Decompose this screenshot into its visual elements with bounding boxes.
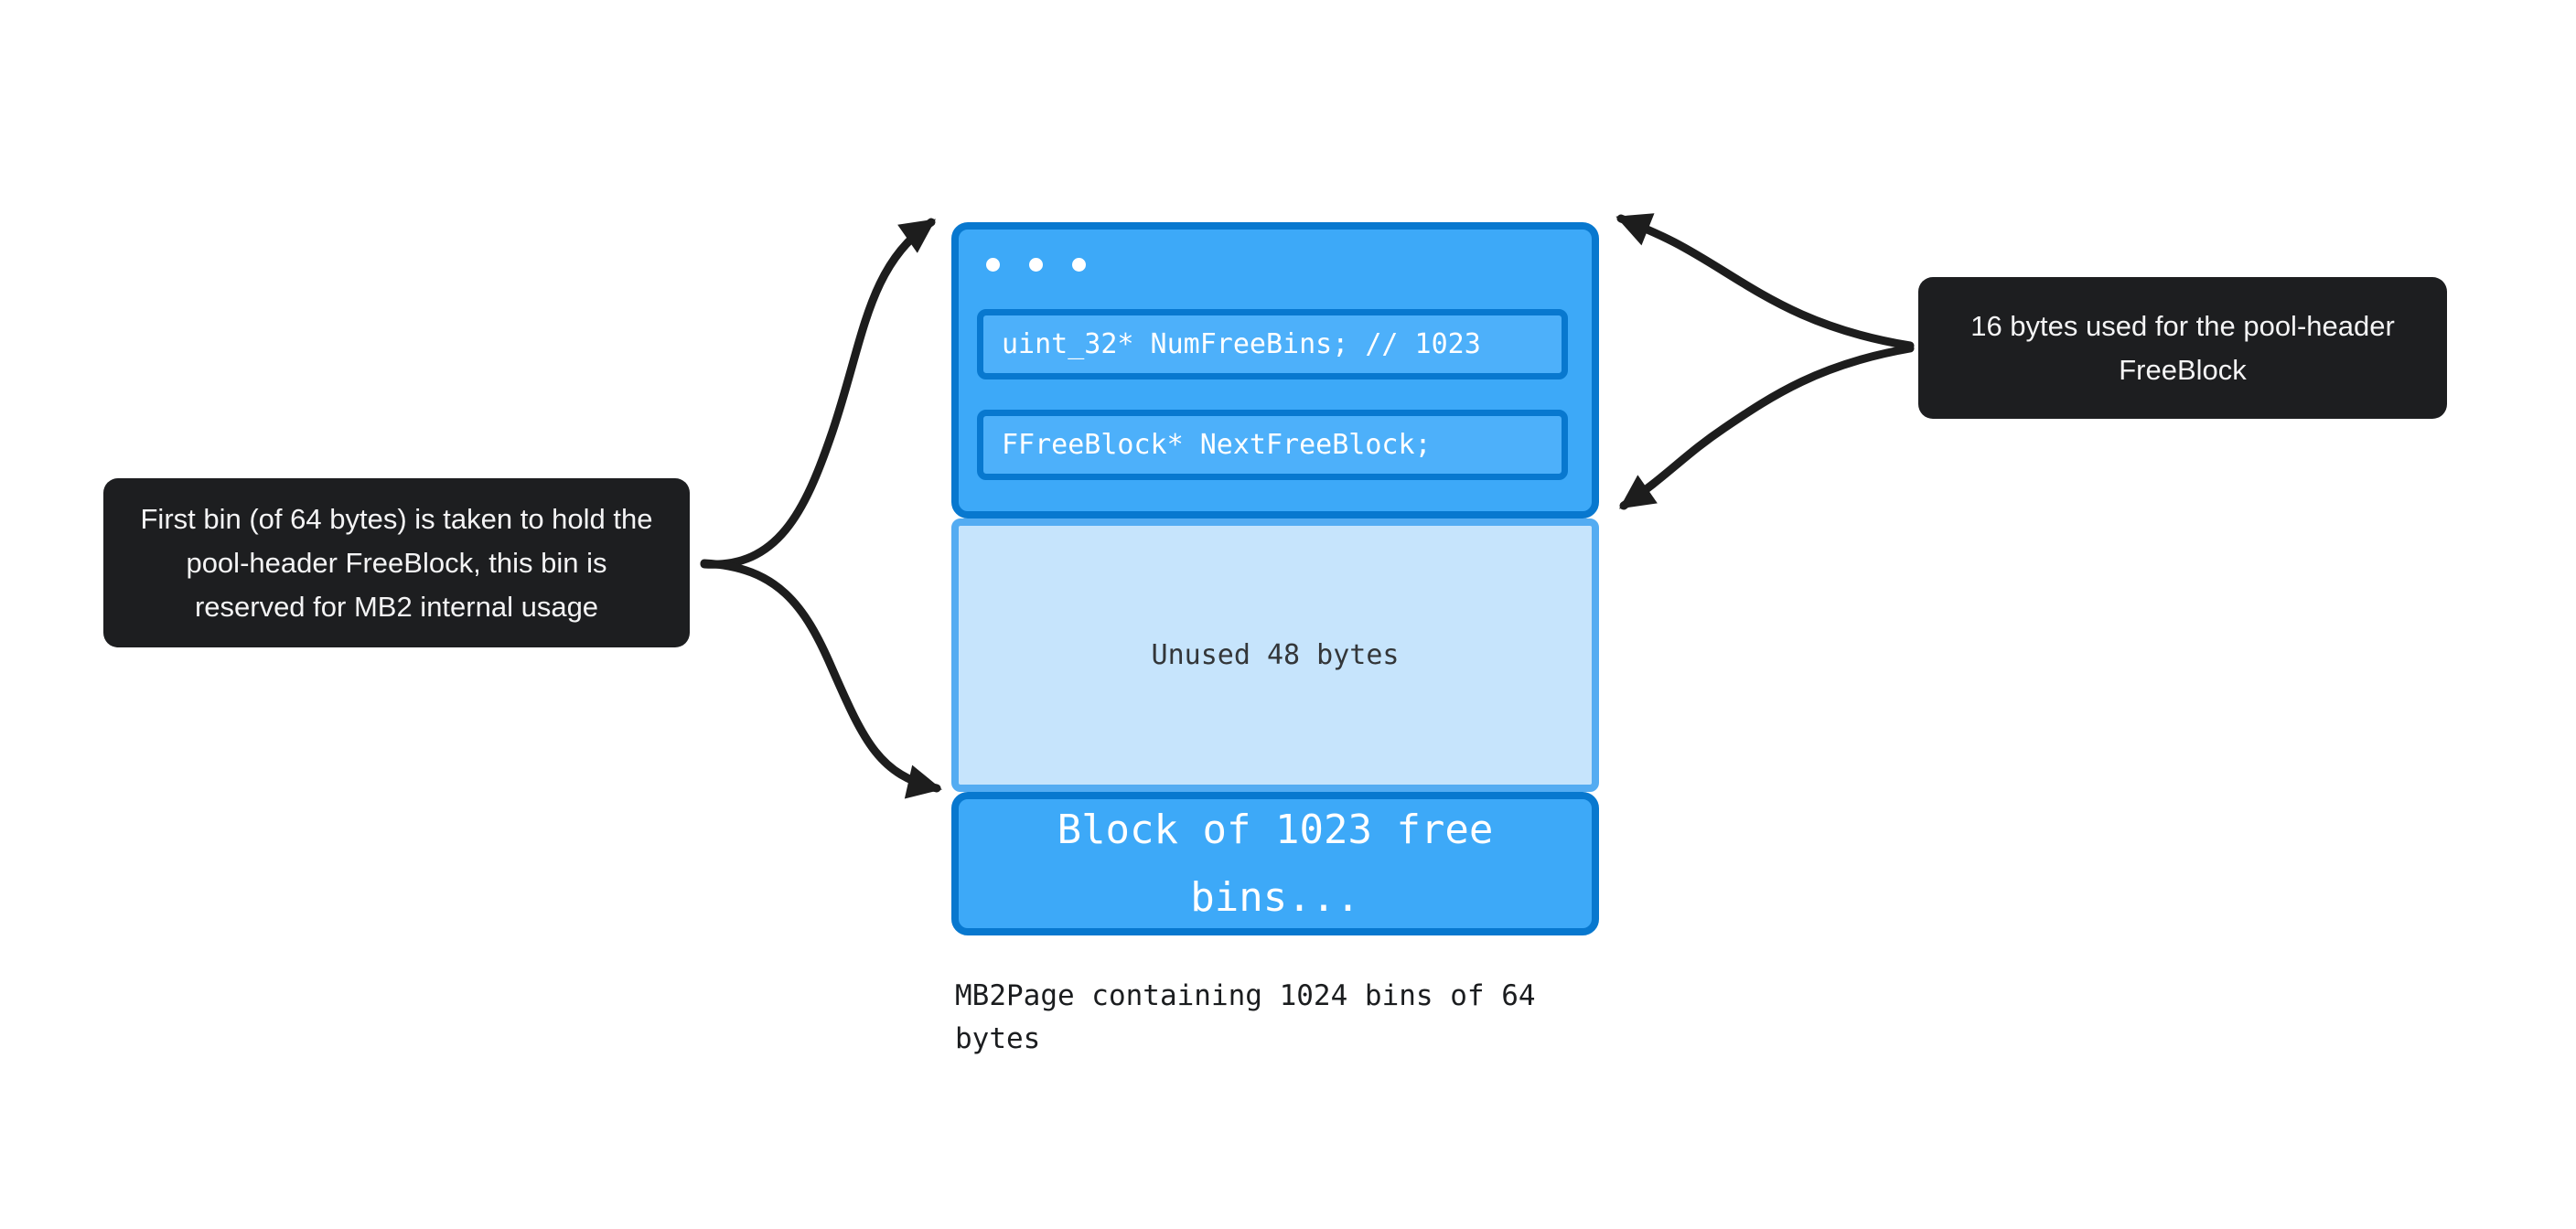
callout-left: First bin (of 64 bytes) is taken to hold… (103, 478, 690, 647)
struct-field-code: uint_32* NumFreeBins; // 1023 (1002, 328, 1481, 360)
dot-icon (986, 258, 1000, 272)
unused-bytes-block: Unused 48 bytes (951, 518, 1599, 792)
struct-field-next-free-block: FFreeBlock* NextFreeBlock; (977, 410, 1568, 480)
free-bins-label: Block of 1023 free bins... (1057, 806, 1494, 921)
callout-right: 16 bytes used for the pool-header FreeBl… (1918, 277, 2447, 419)
dot-icon (1029, 258, 1043, 272)
struct-field-code: FFreeBlock* NextFreeBlock; (1002, 429, 1432, 461)
page-caption: MB2Page containing 1024 bins of 64 bytes (955, 979, 1536, 1055)
callout-right-text: 16 bytes used for the pool-header FreeBl… (1970, 309, 2395, 386)
callout-left-text: First bin (of 64 bytes) is taken to hold… (140, 502, 653, 623)
dot-icon (1072, 258, 1086, 272)
arrow-right-to-unused-boundary (1619, 344, 1915, 510)
pool-header-block: uint_32* NumFreeBins; // 1023 FFreeBlock… (951, 222, 1599, 518)
free-bins-block: Block of 1023 free bins... (951, 792, 1599, 935)
arrow-left-to-top (700, 218, 936, 569)
struct-field-num-free-bins: uint_32* NumFreeBins; // 1023 (977, 309, 1568, 379)
arrow-left-to-freebins (700, 559, 942, 799)
unused-bytes-label: Unused 48 bytes (1151, 639, 1400, 671)
arrow-right-to-top (1615, 213, 1915, 350)
ellipsis-dots-icon (986, 258, 1086, 272)
